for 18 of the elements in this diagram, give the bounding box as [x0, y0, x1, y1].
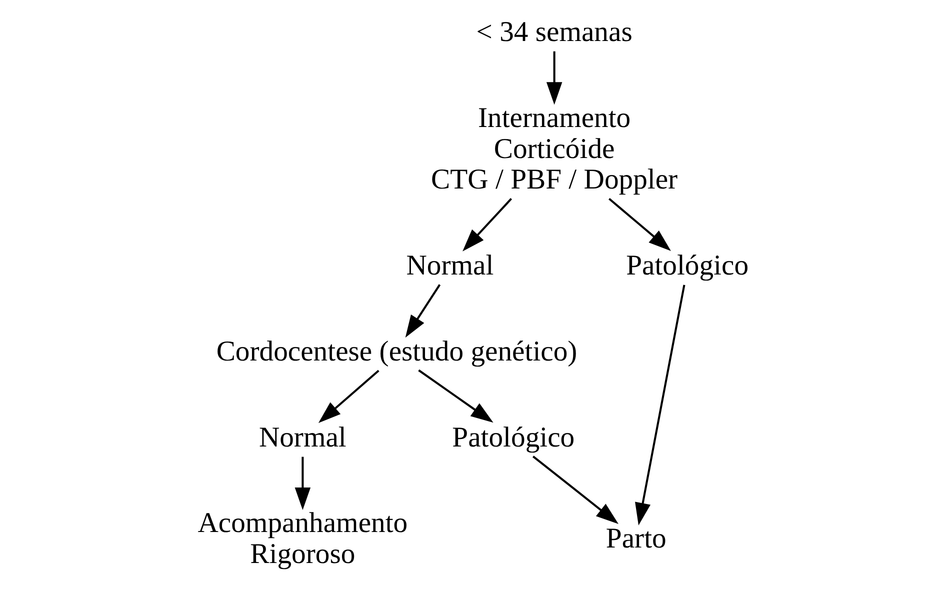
node-text: Cordocentese (estudo genético): [216, 335, 577, 368]
arrow: [546, 51, 562, 105]
arrow: [418, 369, 493, 423]
node-text: Parto: [605, 522, 666, 555]
arrow: [462, 198, 512, 252]
arrow: [634, 284, 685, 526]
node-text: Normal: [258, 421, 346, 454]
arrow: [294, 456, 310, 510]
node-text: < 34 semanas: [476, 16, 632, 48]
node-text: Acompanhamento Rigoroso: [197, 507, 408, 570]
arrow: [404, 284, 440, 338]
arrow: [318, 370, 379, 423]
node-text: Internamento Corticóide CTG / PBF / Doppler: [430, 102, 678, 196]
arrow: [608, 198, 670, 252]
node-text: Normal: [406, 249, 494, 282]
arrow: [532, 456, 618, 524]
node-text: Patológico: [626, 249, 748, 282]
node-text: Patológico: [452, 421, 574, 454]
